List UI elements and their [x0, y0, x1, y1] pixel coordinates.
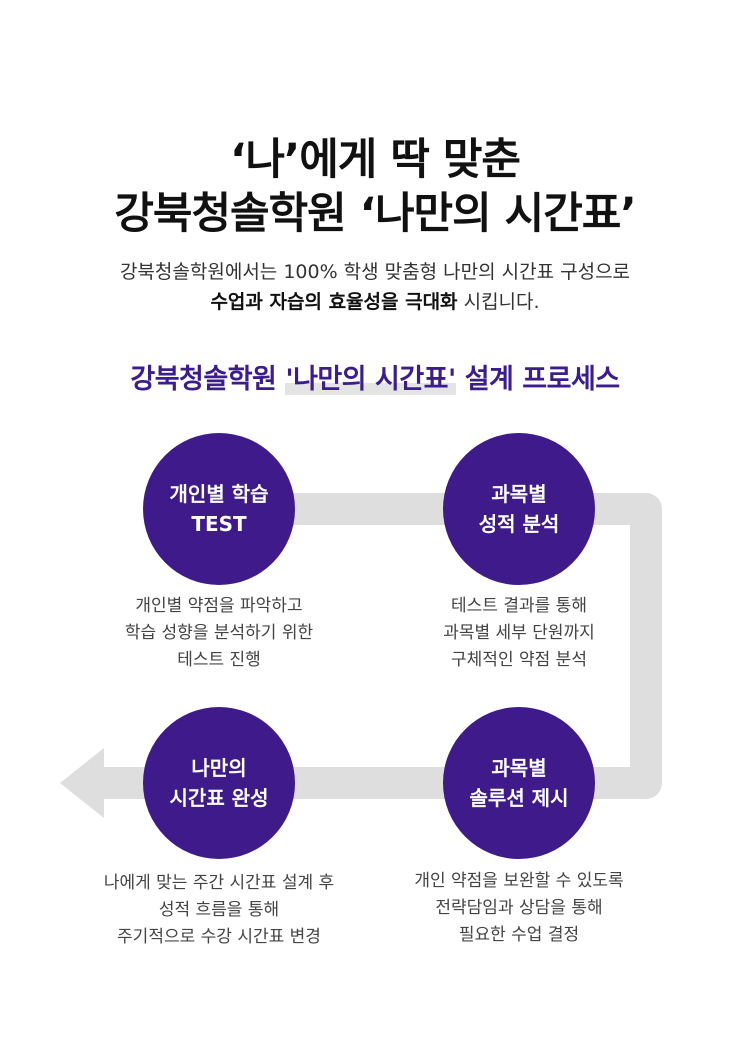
connector-arrowhead — [60, 748, 104, 818]
step-circle-timetable-complete: 나만의 시간표 완성 — [143, 707, 295, 859]
connector-path — [100, 493, 662, 799]
step-circle-individual-test: 개인별 학습 TEST — [143, 433, 295, 585]
step-description-individual-test: 개인별 약점을 파악하고 학습 성향을 분석하기 위한 테스트 진행 — [69, 593, 369, 674]
step-desc-line: 과목별 세부 단원까지 — [443, 623, 595, 643]
step-desc-line: 주기적으로 수강 시간표 변경 — [117, 927, 321, 947]
step-desc-line: 전략담임과 상담을 통해 — [435, 898, 603, 918]
step-desc-line: 개인 약점을 보완할 수 있도록 — [414, 871, 624, 891]
step-title-line-1: 나만의 — [191, 756, 247, 780]
step-desc-line: 테스트 진행 — [177, 650, 261, 670]
step-title-line-1: 개인별 학습 — [169, 482, 269, 506]
intro-emphasis: 수업과 자습의 효율성을 극대화 — [210, 291, 458, 313]
intro-text-line-2: 수업과 자습의 효율성을 극대화 시킵니다. — [0, 288, 750, 316]
step-desc-line: 구체적인 약점 분석 — [451, 650, 587, 670]
step-title-line-2: 성적 분석 — [478, 512, 560, 536]
step-title-line-2: 솔루션 제시 — [469, 786, 569, 810]
step-description-solution: 개인 약점을 보완할 수 있도록 전략담임과 상담을 통해 필요한 수업 결정 — [369, 868, 669, 949]
step-desc-line: 나에게 맞는 주간 시간표 설계 후 — [103, 873, 335, 893]
step-title-line-1: 과목별 — [491, 756, 547, 780]
step-description-grade-analysis: 테스트 결과를 통해 과목별 세부 단원까지 구체적인 약점 분석 — [369, 593, 669, 674]
process-heading-prefix: 강북청솔학원 — [130, 364, 286, 395]
step-desc-line: 개인별 약점을 파악하고 — [135, 596, 303, 616]
page-title-line-2: 강북청솔학원 ‘나만의 시간표’ — [114, 189, 636, 239]
step-description-timetable-complete: 나에게 맞는 주간 시간표 설계 후 성적 흐름을 통해 주기적으로 수강 시간… — [69, 870, 369, 951]
process-heading-suffix: 설계 프로세스 — [455, 364, 620, 395]
step-circle-grade-analysis: 과목별 성적 분석 — [443, 433, 595, 585]
process-heading: 강북청솔학원 '나만의 시간표' 설계 프로세스 — [0, 360, 750, 400]
step-desc-line: 필요한 수업 결정 — [458, 925, 580, 945]
step-title-line-2: 시간표 완성 — [169, 786, 269, 810]
intro-text-rest: 시킵니다. — [457, 291, 540, 313]
intro-text-line-1: 강북청솔학원에서는 100% 학생 맞춤형 나만의 시간표 구성으로 — [119, 261, 631, 283]
step-desc-line: 성적 흐름을 통해 — [158, 900, 280, 920]
step-desc-line: 학습 성향을 분석하기 위한 — [124, 623, 314, 643]
step-title-line-2: TEST — [191, 512, 247, 536]
step-desc-line: 테스트 결과를 통해 — [451, 596, 587, 616]
process-heading-highlight: '나만의 시간표' — [285, 364, 456, 395]
step-title-line-1: 과목별 — [491, 482, 547, 506]
step-circle-solution: 과목별 솔루션 제시 — [443, 707, 595, 859]
page-title-line-1: ‘나’에게 딱 맞춘 — [230, 135, 521, 185]
